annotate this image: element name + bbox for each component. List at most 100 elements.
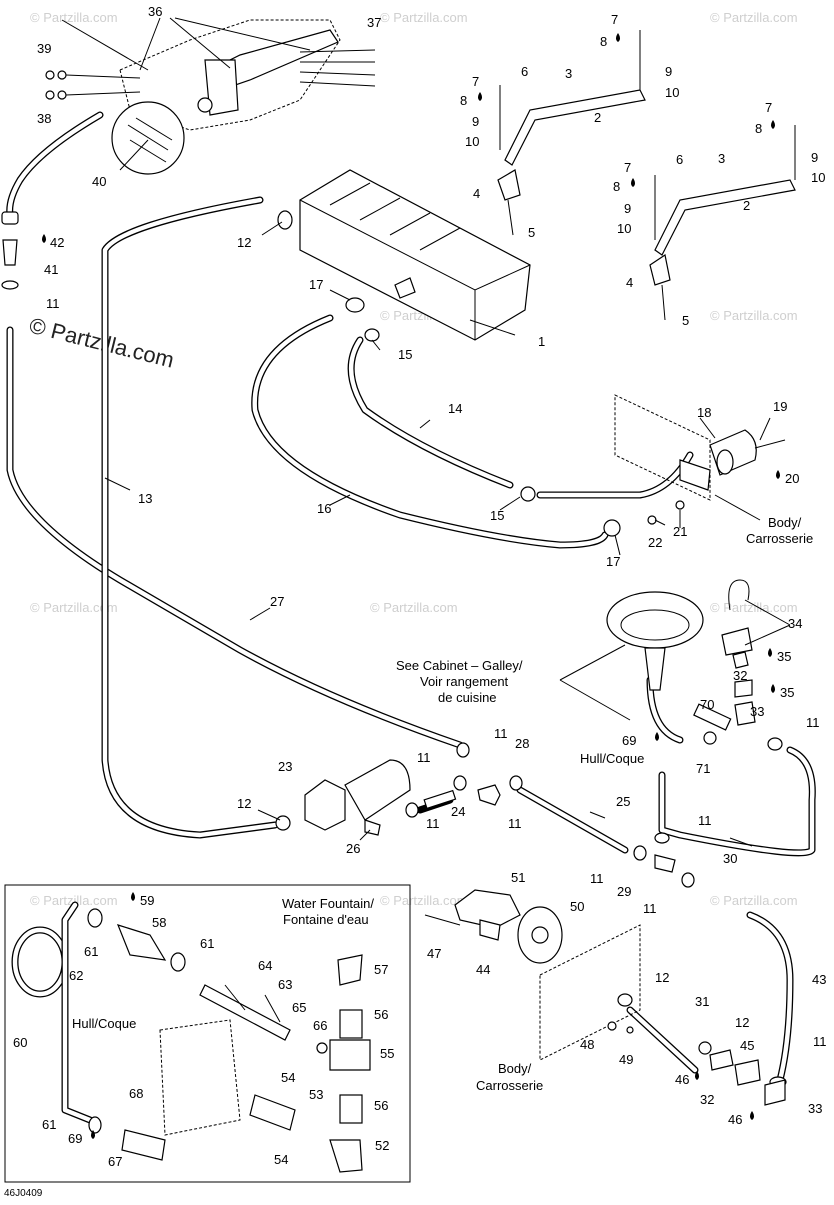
part-42-label: 42 <box>50 235 64 250</box>
part-12-label: 12 <box>237 235 251 250</box>
part-61-label: 61 <box>200 936 214 951</box>
drop-icon <box>776 470 780 479</box>
part-54-label: 54 <box>281 1070 295 1085</box>
part-38-label: 38 <box>37 111 51 126</box>
inset-title: Water Fountain/ <box>282 896 374 911</box>
water-tank <box>299 169 531 341</box>
part-59-label: 59 <box>140 893 154 908</box>
part-16-label: 16 <box>317 501 331 516</box>
part-23-label: 23 <box>278 759 292 774</box>
part-56-label: 56 <box>374 1007 388 1022</box>
part-12-label: 12 <box>237 796 251 811</box>
body-label: Carrosserie <box>746 531 813 546</box>
part-31-label: 31 <box>695 994 709 1009</box>
part-11-label: 11 <box>494 726 508 741</box>
part-66-label: 66 <box>313 1018 327 1033</box>
inset-hull-label: Hull/Coque <box>72 1016 136 1031</box>
part-9-label: 9 <box>811 150 818 165</box>
part-8-label: 8 <box>460 93 467 108</box>
drop-icons <box>42 33 780 1139</box>
part-56-label: 56 <box>374 1098 388 1113</box>
part-40-label: 40 <box>92 174 106 189</box>
drop-icon <box>631 178 635 187</box>
part-41-label: 41 <box>44 262 58 277</box>
part-12-label: 12 <box>655 970 669 985</box>
part-6-label: 6 <box>676 152 683 167</box>
watermark: © Partzilla.com <box>710 10 798 25</box>
part-22-label: 22 <box>648 535 662 550</box>
part-69-label: 69 <box>622 733 636 748</box>
part-33-label: 33 <box>808 1101 822 1116</box>
galley-label: Voir rangement <box>420 674 509 689</box>
part-11-label: 11 <box>643 901 657 916</box>
part-57-label: 57 <box>374 962 388 977</box>
part-11-label: 11 <box>508 816 522 831</box>
watermark: © Partzilla.com <box>380 893 468 908</box>
part-8-label: 8 <box>755 121 762 136</box>
watermarks: © Partzilla.com © Partzilla.com © Partzi… <box>30 10 798 908</box>
part-9-label: 9 <box>472 114 479 129</box>
part-68-label: 68 <box>129 1086 143 1101</box>
drop-icon <box>42 234 46 243</box>
drop-icon <box>616 33 620 42</box>
part-44-label: 44 <box>476 962 490 977</box>
mounting-brackets <box>497 30 796 321</box>
part-11-label: 11 <box>813 1034 827 1049</box>
part-30-label: 30 <box>723 851 737 866</box>
part-2-label: 2 <box>594 110 601 125</box>
part-number-labels: 1 2 2 3 3 4 4 5 5 6 6 7 7 7 7 8 8 8 8 9 … <box>13 4 827 1169</box>
watermark: © Partzilla.com <box>30 600 118 615</box>
water-fountain-inset <box>11 901 371 1173</box>
part-53-label: 53 <box>309 1087 323 1102</box>
part-39-label: 39 <box>37 41 51 56</box>
part-8-label: 8 <box>613 179 620 194</box>
fittings <box>1 210 787 1088</box>
part-32-label: 32 <box>700 1092 714 1107</box>
part-11-label: 11 <box>698 813 712 828</box>
part-28-label: 28 <box>515 736 529 751</box>
part-45-label: 45 <box>740 1038 754 1053</box>
part-3-label: 3 <box>718 151 725 166</box>
part-11-label: 11 <box>806 715 820 730</box>
part-18-label: 18 <box>697 405 711 420</box>
part-15-label: 15 <box>490 508 504 523</box>
part-52-label: 52 <box>375 1138 389 1153</box>
inset-frame <box>4 884 411 1183</box>
part-21-label: 21 <box>673 524 687 539</box>
watermark: © Partzilla.com <box>30 893 118 908</box>
part-17-label: 17 <box>606 554 620 569</box>
galley-label: de cuisine <box>438 690 497 705</box>
drawing-ref: 46J0409 <box>4 1188 43 1199</box>
body-panel <box>424 889 786 1106</box>
part-69-label: 69 <box>68 1131 82 1146</box>
part-4-label: 4 <box>473 186 480 201</box>
part-10-label: 10 <box>665 85 679 100</box>
part-51-label: 51 <box>511 870 525 885</box>
part-10-label: 10 <box>811 170 825 185</box>
part-7-label: 7 <box>624 160 631 175</box>
pump <box>304 759 457 836</box>
body-label: Body/ <box>498 1061 532 1076</box>
part-26-label: 26 <box>346 841 360 856</box>
part-64-label: 64 <box>258 958 272 973</box>
part-48-label: 48 <box>580 1037 594 1052</box>
drop-icon <box>91 1130 95 1139</box>
part-20-label: 20 <box>785 471 799 486</box>
part-12-label: 12 <box>735 1015 749 1030</box>
part-11-label: 11 <box>426 816 440 831</box>
part-4-label: 4 <box>626 275 633 290</box>
galley-label: See Cabinet – Galley/ <box>396 658 523 673</box>
part-62-label: 62 <box>69 968 83 983</box>
inset-title: Fontaine d'eau <box>283 912 369 927</box>
part-2-label: 2 <box>743 198 750 213</box>
part-24-label: 24 <box>451 804 465 819</box>
watermark: © Partzilla.com <box>710 600 798 615</box>
part-27-label: 27 <box>270 594 284 609</box>
part-15-label: 15 <box>398 347 412 362</box>
drop-icon <box>478 92 482 101</box>
fill-neck-assembly <box>45 19 376 175</box>
watermark: © Partzilla.com <box>30 10 118 25</box>
part-14-label: 14 <box>448 401 462 416</box>
